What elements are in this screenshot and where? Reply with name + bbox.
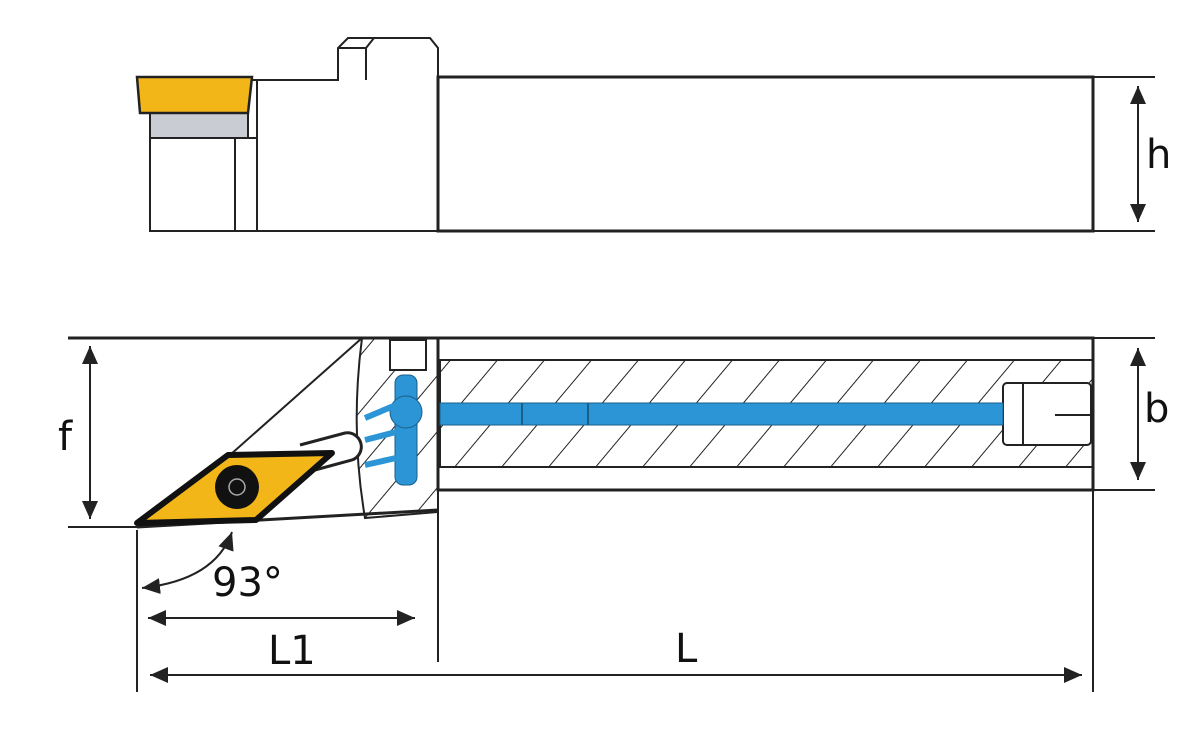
shank-top — [436, 75, 1095, 233]
coolant-valve — [394, 374, 418, 486]
l1-label: L1 — [268, 628, 316, 674]
insert-screw — [215, 465, 259, 509]
side-view: f b — [58, 336, 1169, 529]
top-view: h — [135, 37, 1171, 233]
coolant-channel — [439, 402, 1004, 426]
h-label: h — [1146, 132, 1171, 178]
clamp-block — [149, 137, 258, 232]
head-top — [256, 37, 439, 232]
shim — [149, 112, 249, 139]
angle-label: 93° — [212, 560, 283, 606]
l-label: L — [675, 626, 698, 672]
dimensions: 93° L1 L — [136, 490, 1094, 692]
angle-arc — [141, 531, 234, 594]
b-label: b — [1144, 386, 1169, 432]
insert-top — [135, 75, 254, 115]
f-label: f — [58, 414, 73, 460]
clamp-screw — [389, 339, 427, 371]
